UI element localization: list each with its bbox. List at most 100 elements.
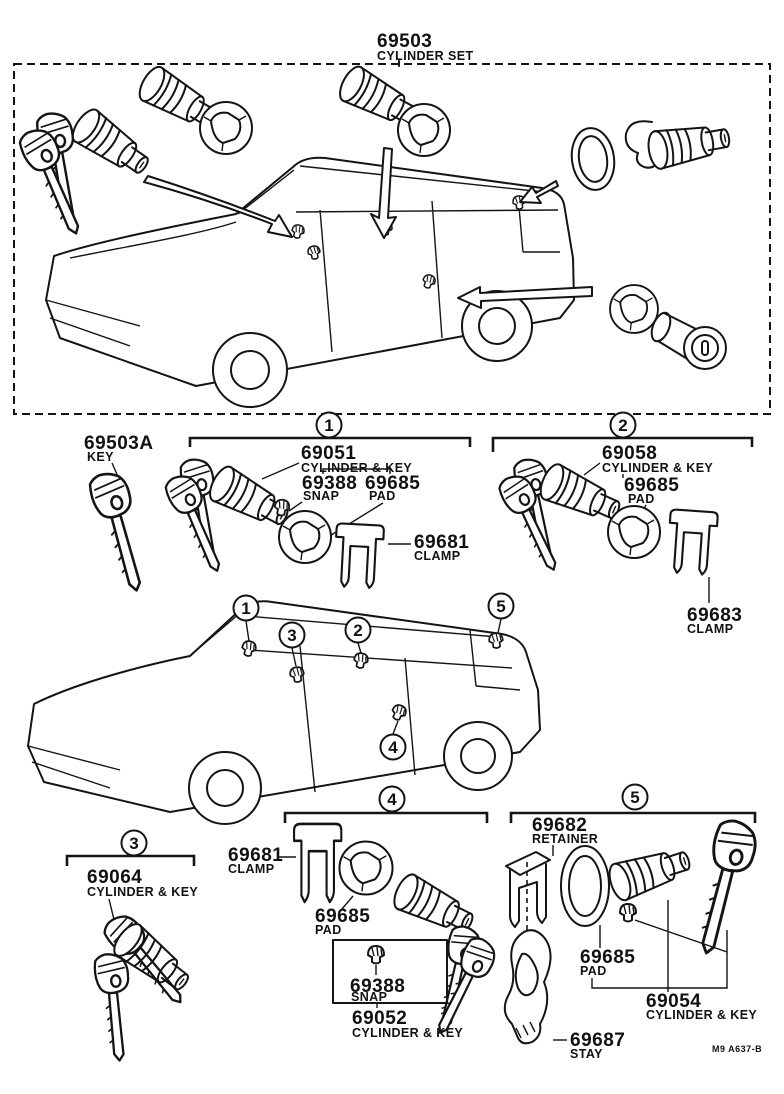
g1-snap-number: 69388 [302, 473, 357, 494]
pad-ring-right [397, 103, 451, 157]
key-part-name: KEY [87, 450, 114, 464]
g4-snap-name: SNAP [351, 990, 387, 1004]
svg-text:2: 2 [618, 416, 627, 435]
g1-pad [278, 510, 332, 564]
g5-pad-number: 69685 [580, 947, 635, 968]
g3-cylinder-number: 69064 [87, 867, 142, 888]
mid-car-lock-glyphs [239, 631, 505, 723]
g2-pad [607, 505, 661, 559]
pointer-arrows [143, 147, 593, 309]
g1-label-connector [261, 462, 391, 480]
master-key [85, 467, 157, 597]
callout-2: 2 [609, 411, 637, 439]
g2-label-connector [583, 462, 624, 478]
g5-cylinder-number: 69054 [646, 991, 701, 1012]
g2-clamp-number: 69683 [687, 605, 742, 626]
g5-stay-number: 69687 [570, 1030, 625, 1051]
title-part-number: 69503 [377, 31, 432, 52]
g2-clamp [665, 508, 720, 577]
g1-clamp-number: 69681 [414, 532, 469, 553]
g5-stay-name: STAY [570, 1047, 603, 1061]
svg-text:1: 1 [324, 416, 333, 435]
g2-pad-number: 69685 [624, 475, 679, 496]
key-part-number: 69503A [84, 433, 154, 454]
g5-cylinder [604, 840, 696, 904]
front-wheel-mid [188, 751, 262, 825]
g2-clamp-name: CLAMP [687, 622, 733, 636]
back-door-gasket [566, 124, 620, 194]
svg-text:3: 3 [287, 626, 296, 645]
glovebox-cylinder [650, 311, 727, 370]
g1-cylinder-number: 69051 [301, 443, 356, 464]
g4-clamp-number: 69681 [228, 845, 283, 866]
group3-bracket [65, 854, 196, 866]
g4-clamp-name: CLAMP [228, 862, 274, 876]
g2-cylinder-number: 69058 [602, 443, 657, 464]
callout-1: 1 [315, 411, 343, 439]
g5-retainer-number: 69682 [532, 815, 587, 836]
g2-pad-name: PAD [628, 492, 655, 506]
front-wheel [212, 332, 288, 408]
g4-snap [367, 945, 385, 965]
svg-text:4: 4 [387, 790, 397, 809]
callout-leaders [245, 618, 502, 735]
g5-stay [503, 929, 552, 1045]
group4-bracket [283, 811, 489, 823]
g5-retainer-name: RETAINER [532, 832, 598, 846]
glovebox-pad [609, 284, 659, 334]
svg-text:5: 5 [496, 597, 505, 616]
svg-text:5: 5 [630, 788, 639, 807]
car-callout-4: 4 [379, 733, 407, 761]
car-callout-2: 2 [344, 616, 372, 644]
g4-cylinder-name: CYLINDER & KEY [352, 1026, 463, 1040]
svg-text:2: 2 [353, 621, 362, 640]
g5-oval-pad [560, 845, 610, 927]
ignition-cylinder [66, 104, 157, 184]
g5-pad-name: PAD [580, 964, 607, 978]
svg-text:1: 1 [241, 599, 250, 618]
g4-cylinder-number: 69052 [352, 1008, 407, 1029]
pad-ring-left [199, 101, 253, 155]
g3-key [92, 951, 139, 1064]
g1-clamp-name: CLAMP [414, 549, 460, 563]
g5-connectors [591, 900, 728, 992]
callout-4: 4 [378, 785, 406, 813]
car-callout-1: 1 [232, 594, 260, 622]
g1-cylinder-name: CYLINDER & KEY [301, 461, 412, 475]
g3-cylinder-name: CYLINDER & KEY [87, 885, 198, 899]
g1-pad-number: 69685 [365, 473, 420, 494]
g1-snap-name: SNAP [303, 489, 339, 503]
g1-pad-name: PAD [369, 489, 396, 503]
group5-bracket [509, 811, 757, 823]
callout-3: 3 [120, 829, 148, 857]
g4-pad-name: PAD [315, 923, 342, 937]
g4-snap-number: 69388 [350, 976, 405, 997]
g4-pad-leader [341, 895, 354, 910]
rear-wheel-mid [443, 721, 513, 791]
back-door-cylinder [624, 117, 734, 172]
g1-cylinder [204, 461, 296, 536]
g1-clamp [332, 522, 386, 590]
g5-retainer [505, 851, 551, 928]
g5-snap [619, 903, 637, 923]
overview-dashed-box [13, 63, 771, 415]
g4-pad-number: 69685 [315, 906, 370, 927]
g4-keys [426, 923, 502, 1042]
car-callout-3: 3 [278, 621, 306, 649]
g4-pad [338, 840, 394, 896]
svg-text:3: 3 [129, 834, 138, 853]
g4-clamp [292, 822, 343, 904]
g5-key [686, 816, 762, 960]
g4-snap-box [332, 939, 448, 1004]
car-callout-view: 1 3 2 4 5 [27, 592, 541, 825]
rear-wheel [461, 290, 533, 362]
title-part-name: CYLINDER SET [377, 49, 473, 63]
svg-text:4: 4 [388, 738, 398, 757]
callout-5: 5 [621, 783, 649, 811]
car-overview [45, 156, 575, 408]
g2-cylinder-name: CYLINDER & KEY [602, 461, 713, 475]
drawing-code: M9 A637-B [712, 1044, 762, 1054]
car-callout-5: 5 [487, 592, 515, 620]
